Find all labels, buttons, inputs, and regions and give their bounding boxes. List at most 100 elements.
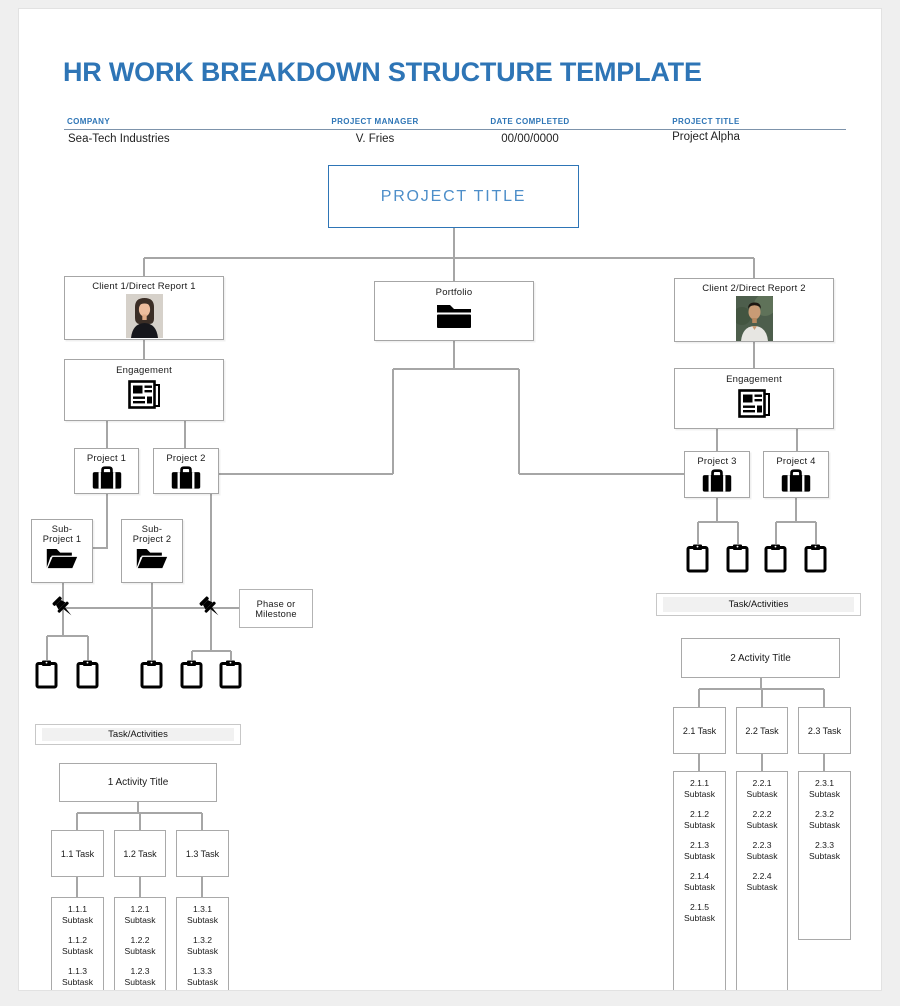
node-client1: Client 1/Direct Report 1: [64, 276, 224, 340]
subtask-item: 2.3.3 Subtask: [808, 840, 841, 861]
node-engagement-left: Engagement: [64, 359, 224, 421]
briefcase-icon: [781, 469, 811, 492]
subtask-item: 2.1.5 Subtask: [683, 902, 716, 923]
subtask-box-2-1: 2.1.1 Subtask 2.1.2 Subtask 2.1.3 Subtas…: [673, 771, 726, 990]
node-portfolio: Portfolio: [374, 281, 534, 341]
subtask-item: 2.1.4 Subtask: [683, 871, 716, 892]
task-label: 1.3 Task: [185, 848, 220, 859]
subtask-item: 1.2.3 Subtask: [124, 966, 156, 987]
node-project1: Project 1: [74, 448, 139, 494]
clipboard-icon: [35, 660, 58, 689]
node-subproject2-label: Sub- Project 2: [132, 524, 172, 544]
task-label: 1.2 Task: [123, 848, 157, 859]
woman-portrait-photo: [125, 294, 163, 338]
task-box-1-2: 1.2 Task: [114, 830, 166, 877]
briefcase-icon: [92, 466, 121, 489]
node-project2: Project 2: [153, 448, 219, 494]
clipboard-icon: [76, 660, 99, 689]
man-portrait-photo: [735, 296, 773, 341]
task-box-1-3: 1.3 Task: [176, 830, 229, 877]
task-box-1-1: 1.1 Task: [51, 830, 104, 877]
clipboard-icon: [804, 544, 827, 573]
page-title: HR WORK BREAKDOWN STRUCTURE TEMPLATE: [63, 57, 702, 87]
field-label-company: COMPANY: [67, 117, 111, 126]
document-page: HR WORK BREAKDOWN STRUCTURE TEMPLATE COM…: [18, 8, 882, 991]
clipboard-icon: [140, 660, 163, 689]
clipboard-icon: [180, 660, 203, 689]
open-folder-icon: [45, 549, 79, 570]
task-label: 2.2 Task: [745, 725, 779, 736]
pushpin-icon: [52, 596, 72, 616]
node-phase-milestone: Phase or Milestone: [239, 589, 313, 628]
activity-title-box-1: 1 Activity Title: [59, 763, 217, 802]
task-label: 1.1 Task: [60, 848, 95, 859]
activity-title-box-2: 2 Activity Title: [681, 638, 840, 678]
node-subproject1: Sub- Project 1: [31, 519, 93, 583]
subtask-item: 2.2.1 Subtask: [746, 778, 778, 799]
field-value-company: Sea-Tech Industries: [68, 133, 170, 145]
pushpin-icon: [199, 596, 219, 616]
node-project4: Project 4: [763, 451, 829, 498]
clipboard-icon: [219, 660, 242, 689]
node-engagement-right-label: Engagement: [726, 374, 782, 385]
subtask-item: 1.1.1 Subtask: [61, 904, 94, 925]
subtask-item: 1.1.3 Subtask: [61, 966, 94, 987]
clipboard-icon: [764, 544, 787, 573]
subtask-item: 1.2.1 Subtask: [124, 904, 156, 925]
subtask-item: 1.3.1 Subtask: [186, 904, 219, 925]
node-project3-label: Project 3: [697, 456, 737, 467]
subtask-box-2-3: 2.3.1 Subtask 2.3.2 Subtask 2.3.3 Subtas…: [798, 771, 851, 940]
subtask-item: 1.2.2 Subtask: [124, 935, 156, 956]
node-project1-label: Project 1: [86, 453, 127, 464]
node-subproject2: Sub- Project 2: [121, 519, 183, 583]
task-label: 2.3 Task: [807, 725, 842, 736]
task-activities-bar-left: Task/Activities: [35, 724, 241, 745]
node-project2-label: Project 2: [166, 453, 206, 464]
task-label: 2.1 Task: [682, 725, 717, 736]
task-activities-bar-fill: [663, 597, 854, 612]
activity-title-2: 2 Activity Title: [730, 652, 791, 664]
newspaper-icon: [128, 380, 160, 409]
node-engagement-right: Engagement: [674, 368, 834, 429]
node-client2: Client 2/Direct Report 2: [674, 278, 834, 342]
folder-icon: [437, 305, 471, 328]
subtask-box-1-1: 1.1.1 Subtask 1.1.2 Subtask 1.1.3 Subtas…: [51, 897, 104, 990]
subtask-item: 2.1.2 Subtask: [683, 809, 716, 830]
node-client1-label: Client 1/Direct Report 1: [92, 281, 196, 292]
task-box-2-1: 2.1 Task: [673, 707, 726, 754]
task-activities-bar-right: Task/Activities: [656, 593, 861, 616]
header-rule: [64, 129, 846, 131]
subtask-box-2-2: 2.2.1 Subtask 2.2.2 Subtask 2.2.3 Subtas…: [736, 771, 788, 990]
node-project3: Project 3: [684, 451, 750, 498]
subtask-item: 2.1.1 Subtask: [683, 778, 716, 799]
task-box-2-2: 2.2 Task: [736, 707, 788, 754]
field-label-project-title: PROJECT TITLE: [672, 117, 740, 126]
subtask-item: 1.1.2 Subtask: [61, 935, 94, 956]
task-activities-bar-fill: [42, 728, 234, 741]
activity-title-1: 1 Activity Title: [107, 777, 169, 788]
subtask-box-1-2: 1.2.1 Subtask 1.2.2 Subtask 1.2.3 Subtas…: [114, 897, 166, 990]
node-client2-label: Client 2/Direct Report 2: [702, 283, 806, 294]
connector-lines: [46, 228, 825, 897]
field-value-date-completed: 00/00/0000: [501, 133, 559, 145]
subtask-item: 2.2.2 Subtask: [746, 809, 778, 830]
subtask-item: 2.2.4 Subtask: [746, 871, 778, 892]
task-activities-label-left: Task/Activities: [108, 729, 168, 740]
node-engagement-left-label: Engagement: [116, 365, 172, 376]
subtask-item: 2.1.3 Subtask: [683, 840, 716, 861]
subtask-item: 2.3.1 Subtask: [808, 778, 841, 799]
open-folder-icon: [135, 549, 169, 570]
subtask-item: 1.3.3 Subtask: [186, 966, 219, 987]
subtask-item: 2.3.2 Subtask: [808, 809, 841, 830]
field-label-date-completed: DATE COMPLETED: [490, 117, 570, 126]
node-subproject1-label: Sub- Project 1: [42, 524, 82, 544]
field-label-project-manager: PROJECT MANAGER: [331, 117, 419, 126]
clipboard-icon: [726, 544, 749, 573]
task-activities-label-right: Task/Activities: [728, 599, 789, 610]
briefcase-icon: [171, 466, 201, 489]
project-title-text: PROJECT TITLE: [380, 187, 527, 205]
subtask-item: 2.2.3 Subtask: [746, 840, 778, 861]
briefcase-icon: [702, 469, 732, 492]
node-phase-milestone-label: Phase or Milestone: [255, 598, 297, 619]
